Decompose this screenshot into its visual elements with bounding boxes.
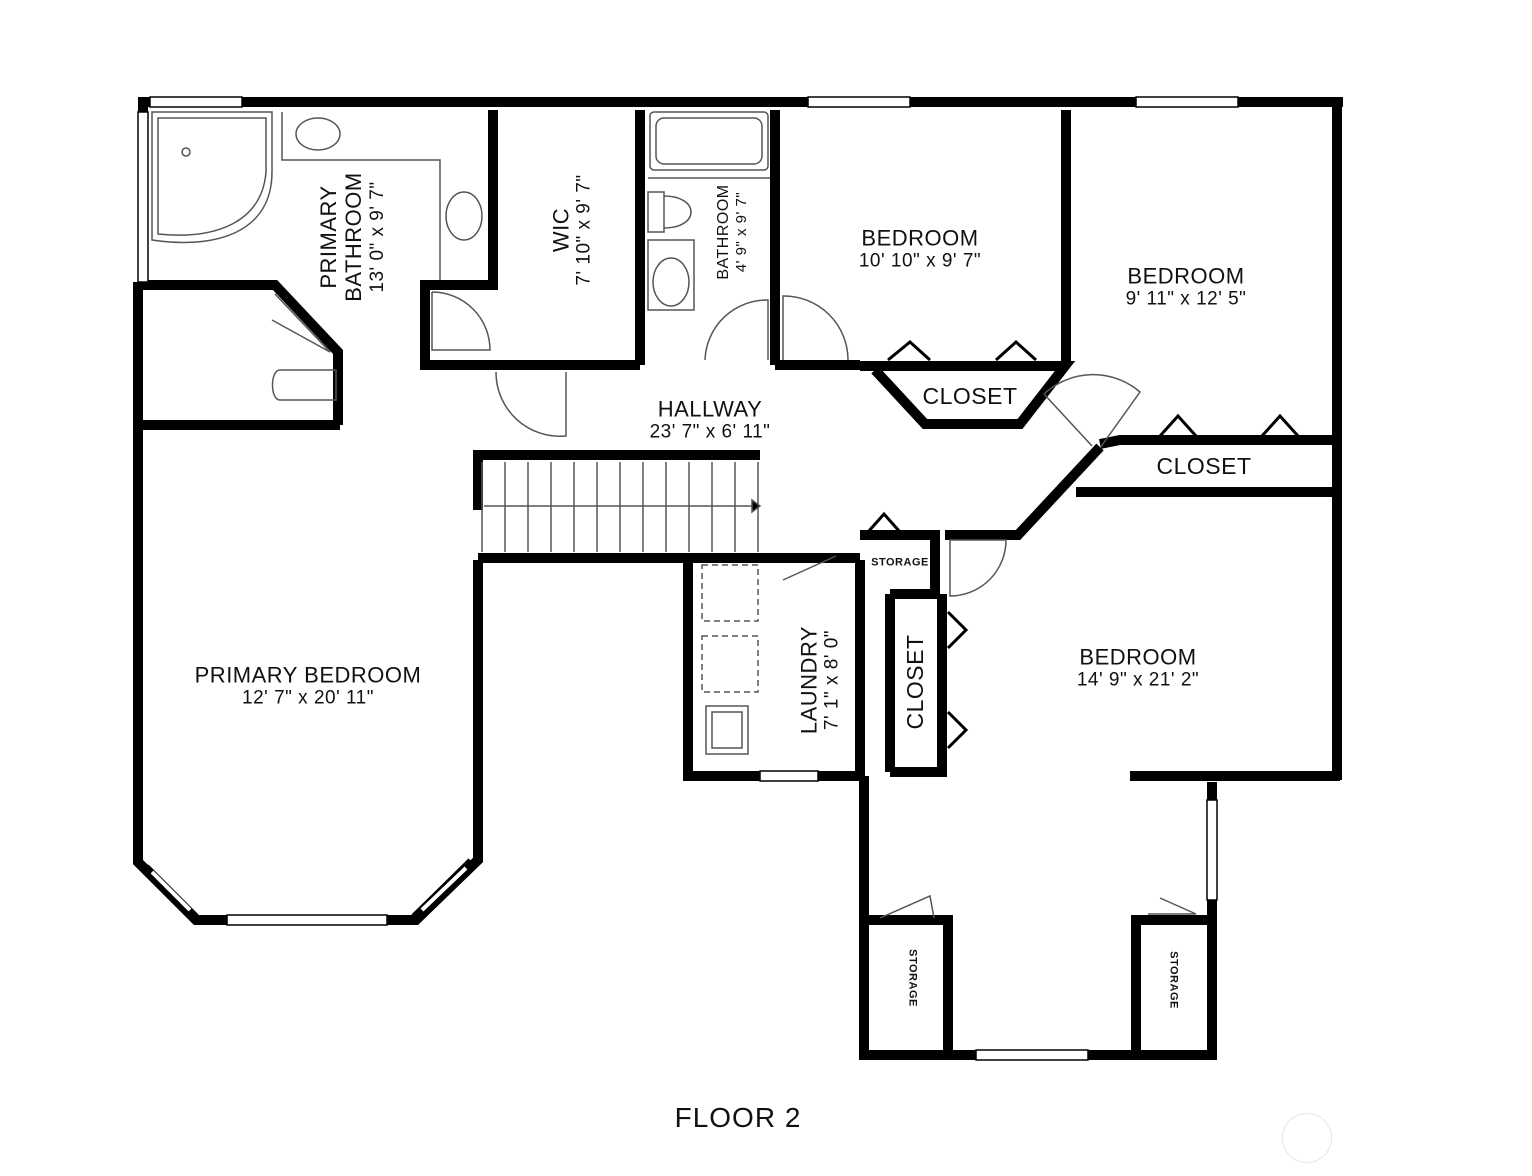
bedroom-a-dims: 10' 10" x 9' 7": [858, 250, 982, 272]
primary-bedroom-name: PRIMARY BEDROOM: [194, 662, 422, 688]
laundry-dims: 7' 1" x 8' 0": [821, 629, 843, 731]
bathroom-label: BATHROOM 4' 9" x 9' 7": [715, 184, 751, 279]
storage-1-label: STORAGE: [871, 556, 929, 569]
doors: [271, 291, 1197, 919]
bedroom-a-label: BEDROOM 10' 10" x 9' 7": [859, 225, 981, 272]
bedroom-c-name: BEDROOM: [1079, 644, 1197, 670]
hallway-name: HALLWAY: [657, 396, 763, 422]
storage-3-label: STORAGE: [1167, 951, 1180, 1009]
primary-bedroom-label: PRIMARY BEDROOM 12' 7" x 20' 11": [195, 662, 422, 709]
laundry-name: LAUNDRY: [796, 625, 822, 735]
bedroom-b-label: BEDROOM 9' 11" x 12' 5": [1126, 263, 1247, 310]
watermark-logo: [1282, 1113, 1332, 1163]
hallway-label: HALLWAY 23' 7" x 6' 11": [650, 396, 771, 443]
floor-label: FLOOR 2: [674, 1102, 802, 1133]
primary-bathroom-name-1: PRIMARY: [315, 185, 341, 289]
stairs: [481, 462, 762, 552]
hallway-dims: 23' 7" x 6' 11": [649, 421, 771, 443]
windows: [137, 96, 1239, 1061]
closet-2-label: CLOSET: [1156, 452, 1252, 479]
bedroom-b-dims: 9' 11" x 12' 5": [1125, 288, 1247, 310]
closet-3-label: CLOSET: [901, 634, 928, 730]
bathroom-name: BATHROOM: [715, 184, 733, 280]
bedroom-b-name: BEDROOM: [1127, 263, 1245, 289]
bedroom-c-dims: 14' 9" x 21' 2": [1076, 669, 1200, 691]
closet-1-label: CLOSET: [922, 382, 1018, 409]
primary-bedroom-dims: 12' 7" x 20' 11": [242, 687, 374, 709]
wic-label: WIC 7' 10" x 9' 7": [548, 174, 595, 285]
exterior-walls: [133, 97, 1343, 1060]
wic-name: WIC: [548, 207, 574, 253]
bedroom-c-label: BEDROOM 14' 9" x 21' 2": [1077, 644, 1199, 691]
primary-bathroom-name-2: BATHROOM: [341, 172, 367, 302]
bathroom-dims: 4' 9" x 9' 7": [733, 191, 751, 273]
closet-doors: [866, 339, 1300, 750]
primary-bathroom-dims: 13' 0" x 9' 7": [366, 181, 388, 293]
primary-bathroom-label: PRIMARY BATHROOM 13' 0" x 9' 7": [316, 172, 388, 301]
fixtures: [151, 111, 770, 755]
bedroom-a-name: BEDROOM: [861, 225, 979, 251]
storage-2-label: STORAGE: [906, 949, 919, 1007]
wic-dims: 7' 10" x 9' 7": [573, 174, 595, 286]
laundry-label: LAUNDRY 7' 1" x 8' 0": [796, 626, 843, 734]
